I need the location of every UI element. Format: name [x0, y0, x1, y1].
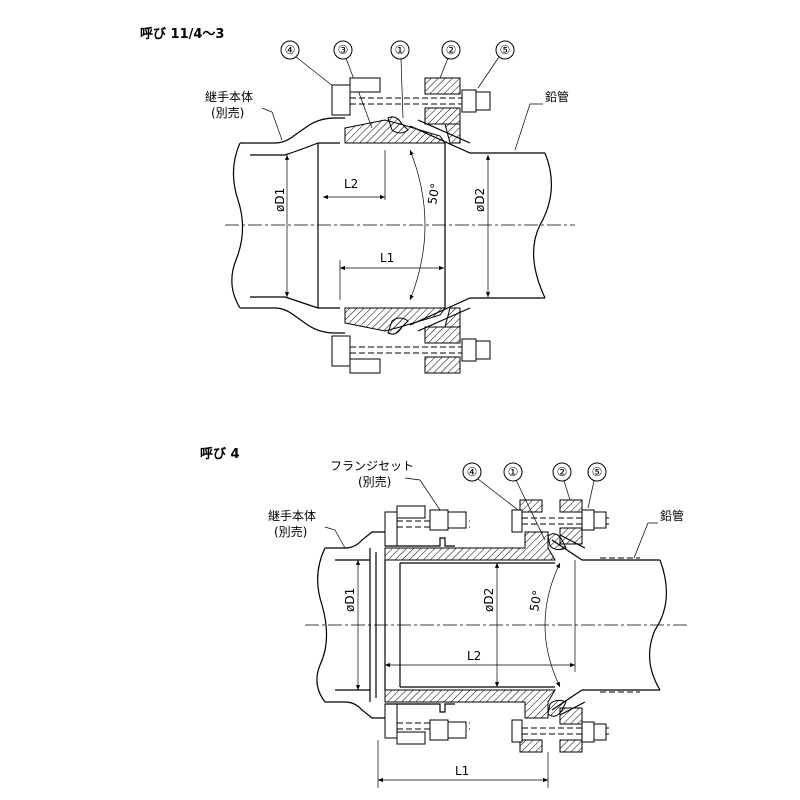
top-callout-3-label: ③ — [338, 43, 349, 57]
top-dim-l1: L1 — [380, 251, 394, 265]
bottom-sleeve-upper — [384, 531, 556, 561]
top-callout-2-label: ② — [446, 43, 457, 57]
bottom-callout-4-label: ④ — [467, 465, 478, 479]
top-callout-5-label: ⑤ — [500, 43, 511, 57]
top-flange-upper-a — [424, 77, 461, 95]
bottom-dim-l2: L2 — [467, 649, 481, 663]
top-callout-3: ③ — [333, 40, 373, 129]
top-break-right — [532, 152, 553, 299]
bottom-sleeve-lower — [384, 689, 556, 719]
top-flange-lower-a — [424, 356, 461, 374]
bottom-pipe-upper — [551, 539, 660, 561]
top-ring-upper — [387, 116, 409, 134]
bottom-callout-2-label: ② — [557, 465, 568, 479]
bottom-callout-1-label: ① — [508, 465, 519, 479]
top-joint-sublabel: (別売) — [211, 105, 244, 120]
top-callout-4-label: ④ — [285, 43, 296, 57]
top-joint-body-upper — [240, 117, 345, 144]
bottom-joint-label: 継手本体 — [268, 508, 316, 523]
bottom-break-right — [648, 559, 668, 691]
bottom-angle-arc — [544, 562, 561, 688]
top-pipe-label: 鉛管 — [545, 89, 569, 104]
top-callout-1: ① — [390, 40, 410, 119]
top-dim-d1: øD1 — [273, 188, 287, 212]
top-angle-arc — [409, 149, 426, 301]
bottom-break-left — [316, 547, 328, 703]
top-nut-upper — [461, 89, 477, 113]
bottom-callout-2: ② — [552, 462, 572, 501]
bottom-callout-4: ④ — [462, 462, 519, 511]
top-bolt-head-lower — [331, 335, 351, 367]
bottom-flange-sublabel: (別売) — [358, 474, 391, 489]
bottom-angle-label: 50° — [527, 589, 544, 612]
bottom-flange-lower — [519, 739, 543, 753]
top-joint-body-lower — [240, 307, 345, 334]
bottom-pipe-lower — [551, 689, 660, 711]
top-dim-l2: L2 — [344, 177, 358, 191]
top-nut-lower — [461, 338, 477, 362]
top-callout-1-label: ① — [395, 43, 406, 57]
top-callout-2: ② — [439, 40, 461, 79]
top-angle-label: 50° — [425, 182, 442, 205]
bottom-joint-body-upper — [325, 531, 385, 549]
bottom-flange-label: フランジセット — [330, 459, 414, 473]
top-ring-lower — [387, 317, 409, 335]
top-pipe-upper — [409, 125, 545, 154]
bottom-pipe-label: 鉛管 — [660, 508, 684, 523]
top-callout-5: ⑤ — [477, 40, 515, 89]
top-joint-label: 継手本体 — [205, 89, 253, 104]
bottom-callout-5-label: ⑤ — [592, 465, 603, 479]
top-callout-4: ④ — [280, 40, 339, 91]
bottom-dim-d2: øD2 — [482, 588, 496, 612]
bottom-flange-upper — [519, 499, 543, 513]
bottom-dim-l1: L1 — [455, 764, 469, 778]
bottom-joint-sublabel: (別売) — [274, 524, 307, 539]
bottom-callout-5: ⑤ — [587, 462, 607, 509]
top-title: 呼び 11/4～3 — [140, 26, 224, 42]
bottom-title: 呼び 4 — [200, 446, 240, 462]
bottom-joint-body-lower — [325, 701, 385, 719]
bottom-dim-d1: øD1 — [343, 588, 357, 612]
top-dim-d2: øD2 — [473, 188, 487, 212]
top-break-left — [231, 142, 244, 309]
top-drawing: 呼び 11/4～3 ④ ③ ① ② ⑤ 継手本体 (別売) — [140, 26, 575, 374]
top-bolt-head-upper — [331, 84, 351, 116]
bottom-drawing: 呼び 4 フランジセット (別売) 継手本体 (別売) 鉛管 ④ ① ② ⑤ — [200, 446, 690, 788]
top-pipe-lower — [409, 297, 545, 326]
